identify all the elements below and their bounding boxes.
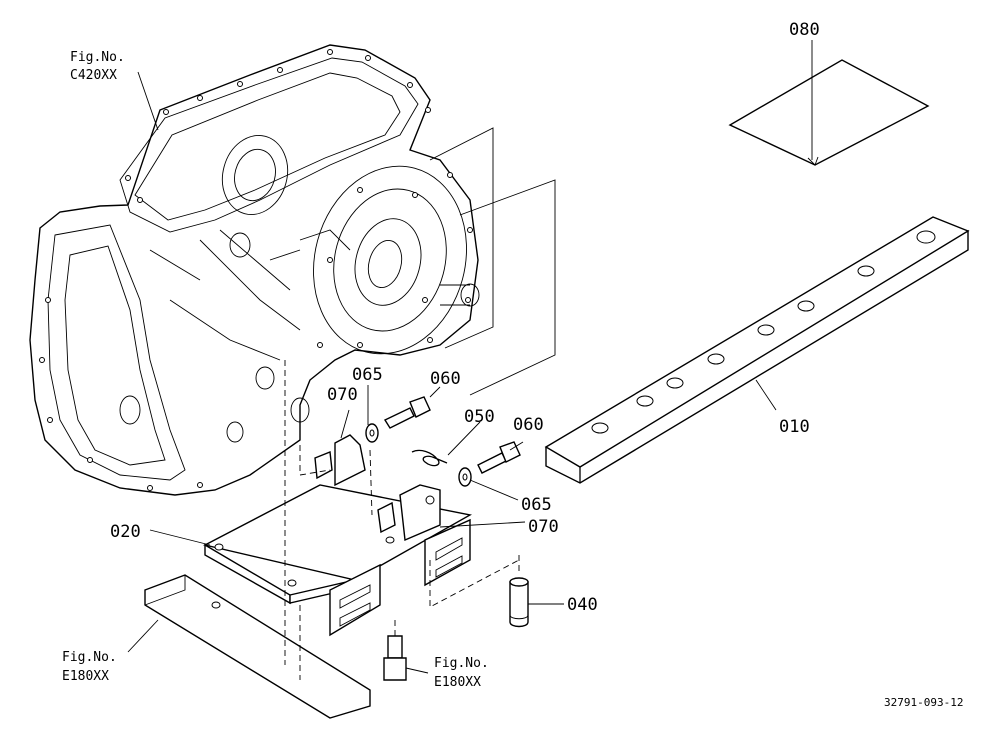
label-080: 080 [789,20,820,40]
part-labels: 080 010 065 060 070 050 060 065 070 020 … [110,20,820,615]
label-070-b: 070 [528,517,559,537]
leader-lines [127,40,813,674]
fig-ref-e180a-line1: Fig.No. [62,650,117,665]
part-065-washer-a [365,423,379,443]
fig-ref-e180b-line1: Fig.No. [434,656,489,671]
label-020: 020 [110,522,141,542]
label-070-a: 070 [327,385,358,405]
label-065-b: 065 [521,495,552,515]
part-070-plate-right [377,484,441,542]
label-065-a: 065 [352,365,383,385]
part-070-plate-left [314,434,366,487]
part-040-pin [509,577,529,628]
part-060-bolt-b [477,441,521,474]
fig-ref-e180a-line2: E180XX [62,669,109,684]
part-050-clip [411,449,448,467]
label-040: 040 [567,595,598,615]
label-010: 010 [779,417,810,437]
assembly-lines [284,360,520,680]
lower-frame-block [144,574,371,719]
figure-references: Fig.No. C420XX Fig.No. E180XX Fig.No. E1… [62,50,489,690]
transmission-housing [29,44,556,496]
fig-ref-c420-line1: Fig.No. [70,50,125,65]
part-065-washer-b [458,467,472,487]
part-080-sheet [728,59,930,166]
label-050: 050 [464,407,495,427]
drawing-number: 32791-093-12 [884,696,963,709]
fig-ref-e180b-line2: E180XX [434,675,481,690]
label-060-a: 060 [430,369,461,389]
lower-bolt [383,635,407,681]
label-060-b: 060 [513,415,544,435]
part-060-bolt-a [383,396,431,429]
part-010-drawbar [544,216,970,484]
fig-ref-c420-line2: C420XX [70,68,117,83]
